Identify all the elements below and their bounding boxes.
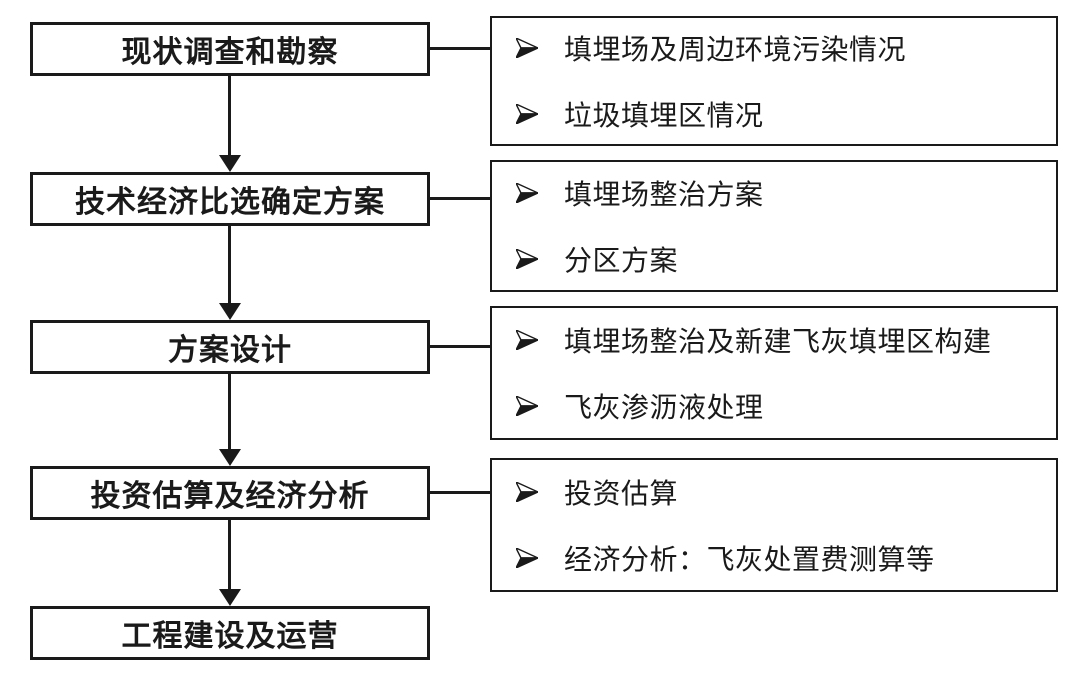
detail-text: 填埋场整治方案 — [564, 180, 764, 211]
step-label: 现状调查和勘察 — [121, 36, 339, 69]
step-box-design: 方案设计 — [30, 320, 430, 374]
detail-text: 飞灰渗沥液处理 — [564, 393, 764, 424]
step-box-comparison: 技术经济比选确定方案 — [30, 172, 430, 226]
detail-text: 分区方案 — [564, 246, 679, 277]
bullet-arrow-icon — [516, 330, 538, 350]
detail-item: 填埋场整治方案 — [516, 173, 1056, 213]
detail-item: 填埋场及周边环境污染情况 — [516, 28, 1056, 68]
step-label: 技术经济比选确定方案 — [75, 186, 385, 219]
detail-box-survey: 填埋场及周边环境污染情况 垃圾填埋区情况 — [490, 16, 1058, 146]
bullet-arrow-icon — [516, 396, 538, 416]
detail-item: 分区方案 — [516, 239, 1056, 279]
bullet-arrow-icon — [516, 249, 538, 269]
step-box-investment: 投资估算及经济分析 — [30, 466, 430, 520]
detail-item: 填埋场整治及新建飞灰填埋区构建 — [516, 320, 1056, 360]
bullet-arrow-icon — [516, 104, 538, 124]
bullet-arrow-icon — [516, 548, 538, 568]
detail-box-design: 填埋场整治及新建飞灰填埋区构建 飞灰渗沥液处理 — [490, 306, 1058, 440]
flow-arrowhead-4 — [219, 589, 241, 606]
detail-text: 经济分析：飞灰处置费测算等 — [564, 545, 935, 576]
detail-text: 填埋场整治及新建飞灰填埋区构建 — [564, 327, 992, 358]
connector-line-4 — [430, 491, 490, 494]
detail-item: 经济分析：飞灰处置费测算等 — [516, 538, 1056, 578]
connector-line-1 — [430, 47, 490, 50]
detail-box-investment: 投资估算 经济分析：飞灰处置费测算等 — [490, 458, 1058, 592]
step-box-construction: 工程建设及运营 — [30, 606, 430, 660]
detail-text: 垃圾填埋区情况 — [564, 101, 764, 132]
step-label: 投资估算及经济分析 — [90, 480, 370, 513]
step-label: 工程建设及运营 — [121, 620, 339, 653]
flow-arrowhead-3 — [219, 449, 241, 466]
flow-arrow-shaft-4 — [228, 520, 231, 590]
flow-arrow-shaft-2 — [228, 226, 231, 304]
bullet-arrow-icon — [516, 482, 538, 502]
detail-item: 飞灰渗沥液处理 — [516, 386, 1056, 426]
detail-item: 垃圾填埋区情况 — [516, 94, 1056, 134]
detail-box-comparison: 填埋场整治方案 分区方案 — [490, 160, 1058, 292]
detail-text: 投资估算 — [564, 479, 679, 510]
bullet-arrow-icon — [516, 38, 538, 58]
connector-line-3 — [430, 345, 490, 348]
flow-arrow-shaft-1 — [228, 76, 231, 156]
detail-text: 填埋场及周边环境污染情况 — [564, 35, 907, 66]
bullet-arrow-icon — [516, 183, 538, 203]
flow-arrowhead-1 — [219, 155, 241, 172]
connector-line-2 — [430, 197, 490, 200]
flow-arrowhead-2 — [219, 303, 241, 320]
step-label: 方案设计 — [168, 334, 292, 367]
detail-item: 投资估算 — [516, 472, 1056, 512]
flow-arrow-shaft-3 — [228, 374, 231, 450]
step-box-survey: 现状调查和勘察 — [30, 22, 430, 76]
